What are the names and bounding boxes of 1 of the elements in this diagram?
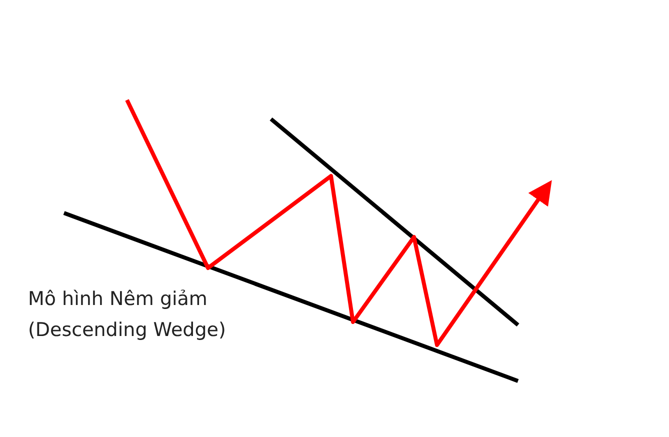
pattern-caption: Mô hình Nêm giảm (Descending Wedge) <box>28 287 227 343</box>
